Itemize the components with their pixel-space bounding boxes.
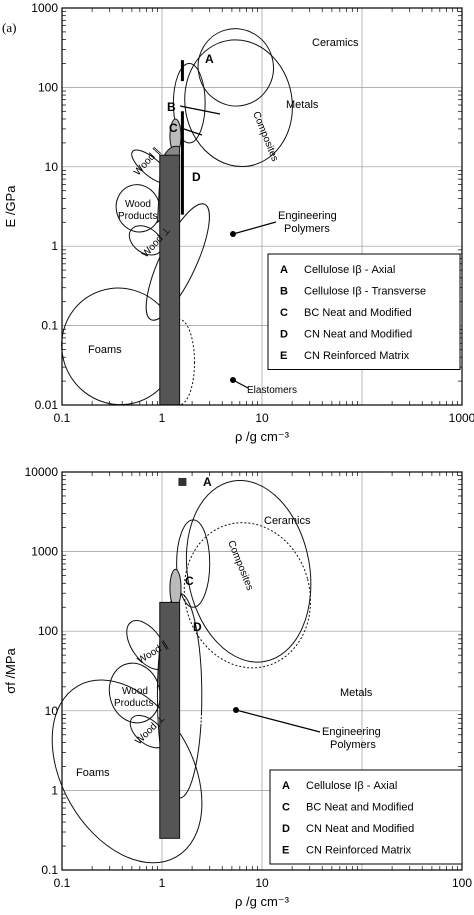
legend-label: CN Reinforced Matrix [304,350,410,362]
legend-key: D [282,823,290,835]
annotation-e: E [198,265,206,279]
legend-key: A [282,780,290,792]
region-foams [51,679,203,864]
region-composites [172,62,206,144]
label-elastomers: Elastomers [247,385,297,396]
legend-label: BC Neat and Modified [306,802,414,814]
legend-box [269,769,463,865]
label-wood-products-1: Wood [122,686,148,697]
label-engineering-polymers-2: Polymers [284,223,330,235]
legend-key: E [280,350,287,362]
legend-label: Cellulose Iβ - Axial [304,264,395,276]
region-metals [183,522,312,669]
label-engineering-polymers-1: Engineering [278,210,337,222]
region-metals [184,39,293,168]
series-e-bar [159,154,181,406]
y-tick-label: 10000 [25,465,59,479]
legend-key: A [280,264,288,276]
legend-key: D [280,329,288,341]
panel-label: (a) [2,20,16,35]
legend-label: CN Neat and Modified [306,823,414,835]
y-tick-label: 1 [51,239,58,253]
plot-frame [61,7,463,406]
annotation-d: D [192,170,201,184]
y-axis-label: σf /MPa [3,647,18,693]
annotation-a: A [205,52,214,66]
y-tick-label: 10 [45,160,59,174]
legend-label: Cellulose Iβ - Transverse [304,286,426,298]
annotation-c: C [185,574,194,588]
annotation-c: C [169,121,178,135]
x-tick-label: 100 [452,876,472,890]
annotation-c-arrow [180,127,203,136]
y-tick-label: 100 [38,624,58,638]
x-tick-label: 0.1 [54,411,71,425]
legend-key: E [282,845,289,857]
label-composites: Composites [225,539,255,592]
x-axis-label: ρ /g cm⁻³ [235,894,290,909]
legend-key: C [280,307,288,319]
series-a-marker [178,477,187,486]
x-tick-label: 0.1 [54,876,71,890]
legend-label: CN Reinforced Matrix [306,845,412,857]
region-composites [176,519,211,608]
label-engineering-polymers-1: Engineering [322,726,381,738]
label-ceramics: Ceramics [312,37,359,49]
label-wood-products-2: Products [114,698,153,709]
x-tick-label: 10 [255,876,269,890]
y-tick-label: 1000 [31,1,58,15]
series-c-region [169,568,182,608]
region-ceramics [185,479,312,663]
region-wood-products [108,662,161,724]
label-ceramics: Ceramics [264,515,311,527]
label-wood-products-1: Wood [125,199,151,210]
y-tick-label: 0.1 [41,319,58,333]
y-tick-label: 10 [45,704,59,718]
engineering-polymers-leader [235,709,321,733]
legend-label: BC Neat and Modified [304,307,412,319]
annotation-d: D [193,620,202,634]
y-axis-label: E /GPa [3,185,18,228]
x-tick-label: 1000 [449,411,474,425]
legend-key: C [282,802,290,814]
label-composites: Composites [250,110,280,163]
series-e-bar [159,601,181,839]
legend-box [267,253,461,370]
annotation-e: E [198,713,206,727]
legend-key: B [280,286,288,298]
label-metals: Metals [286,99,319,111]
legend-label: Cellulose Iβ - Axial [306,780,397,792]
label-metals: Metals [340,687,373,699]
x-tick-label: 10 [255,411,269,425]
y-tick-label: 0.01 [35,398,59,412]
label-foams: Foams [88,344,122,356]
engineering-polymers-leader [232,221,277,235]
annotation-b-arrow [179,105,221,115]
y-tick-label: 100 [38,80,58,94]
label-foams: Foams [76,767,110,779]
x-tick-label: 1 [159,411,166,425]
y-tick-label: 1000 [31,545,58,559]
y-tick-label: 1 [51,783,58,797]
region-ceramics [197,28,274,107]
label-engineering-polymers-2: Polymers [330,739,376,751]
legend-label: CN Neat and Modified [304,329,412,341]
x-axis-label: ρ /g cm⁻³ [235,429,290,444]
y-tick-label: 0.1 [41,863,58,877]
plot-frame [61,471,463,871]
annotation-b: B [167,100,176,114]
label-wood-products-2: Products [118,211,157,222]
annotation-a: A [203,475,212,489]
elastomers-leader [232,379,249,389]
x-tick-label: 1 [159,876,166,890]
